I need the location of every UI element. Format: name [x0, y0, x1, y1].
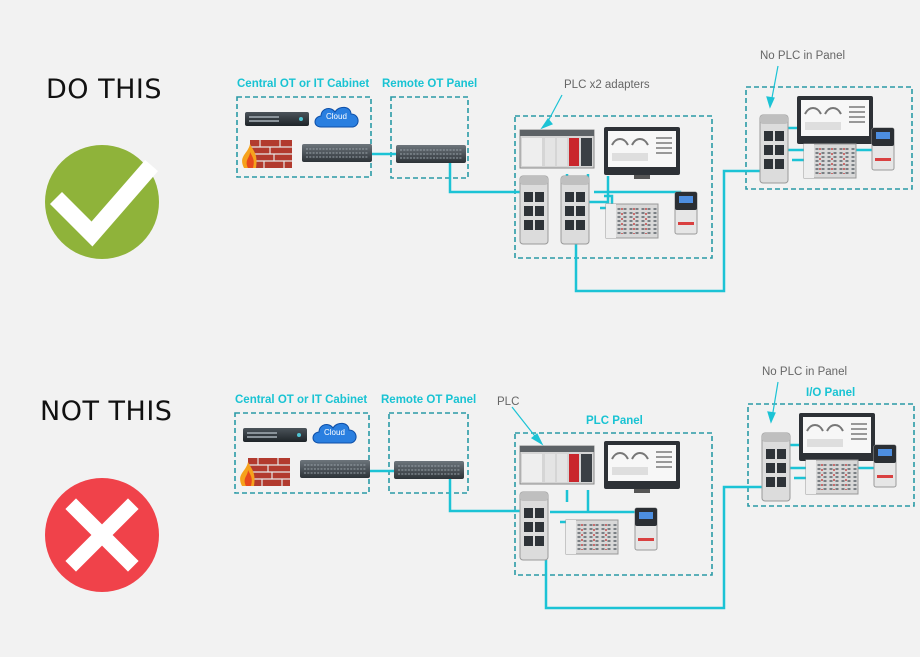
- bottom-io-panel-label: I/O Panel: [806, 387, 856, 399]
- plc-panel-box: [514, 115, 713, 259]
- check-icon: [45, 145, 159, 259]
- remote-switch-icon-2: [393, 460, 465, 480]
- drive-icon: [674, 191, 698, 235]
- remote-switch-icon: [395, 144, 467, 164]
- bottom-central-label: Central OT or IT Cabinet: [235, 394, 368, 406]
- io-hmi-icon: [796, 95, 874, 149]
- hmi-icon-2: [603, 440, 681, 494]
- remote-panel-box: [390, 96, 469, 179]
- bottom-plc-label: PLC: [497, 396, 520, 408]
- firewall-icon-2: [239, 457, 291, 487]
- bottom-cloud-label: Cloud: [324, 428, 345, 437]
- firewall-icon: [241, 139, 293, 169]
- top-central-label: Central OT or IT Cabinet: [237, 78, 370, 90]
- plc-icon-2: [519, 445, 595, 485]
- switch-module-icon-2: [519, 491, 549, 561]
- central-cabinet-box-2: [234, 412, 370, 494]
- do-this-heading: DO THIS: [46, 74, 163, 105]
- adapter-2-icon: [560, 175, 590, 245]
- bottom-boxes: [234, 403, 915, 576]
- io-panel-module-icon-2: [804, 458, 860, 496]
- bottom-no-plc-label: No PLC in Panel: [762, 366, 848, 378]
- cross-icon: [45, 478, 159, 592]
- io-adapter-icon-2: [761, 432, 791, 502]
- io-panel-module-icon: [802, 142, 858, 180]
- core-switch-icon: [301, 143, 373, 163]
- plc-panel-box-2: [514, 432, 713, 576]
- top-boxes: [236, 86, 913, 259]
- top-adapters-label: PLC x2 adapters: [564, 79, 650, 91]
- io-drive-icon-2: [873, 444, 897, 488]
- remote-panel-box-2: [388, 412, 469, 494]
- bottom-plc-panel-label: PLC Panel: [586, 415, 643, 427]
- io-adapter-icon: [759, 114, 789, 184]
- adapter-1-icon: [519, 175, 549, 245]
- top-cloud-label: Cloud: [326, 112, 347, 121]
- server-icon-2: [243, 428, 307, 442]
- io-drive-icon: [871, 127, 895, 171]
- core-switch-icon-2: [299, 459, 371, 479]
- bottom-remote-label: Remote OT Panel: [381, 394, 477, 406]
- io-panel-box: [745, 86, 913, 190]
- plc-icon: [519, 129, 595, 169]
- io-hmi-icon-2: [798, 412, 876, 466]
- server-icon: [245, 112, 309, 126]
- not-this-heading: NOT THIS: [40, 396, 173, 427]
- io-module-icon-2: [564, 518, 620, 556]
- drive-icon-2: [634, 507, 658, 551]
- io-panel-box-2: [747, 403, 915, 507]
- top-no-plc-label: No PLC in Panel: [760, 50, 846, 62]
- io-module-icon: [604, 202, 660, 240]
- hmi-icon: [603, 126, 681, 180]
- top-remote-label: Remote OT Panel: [382, 78, 478, 90]
- central-cabinet-box: [236, 96, 372, 178]
